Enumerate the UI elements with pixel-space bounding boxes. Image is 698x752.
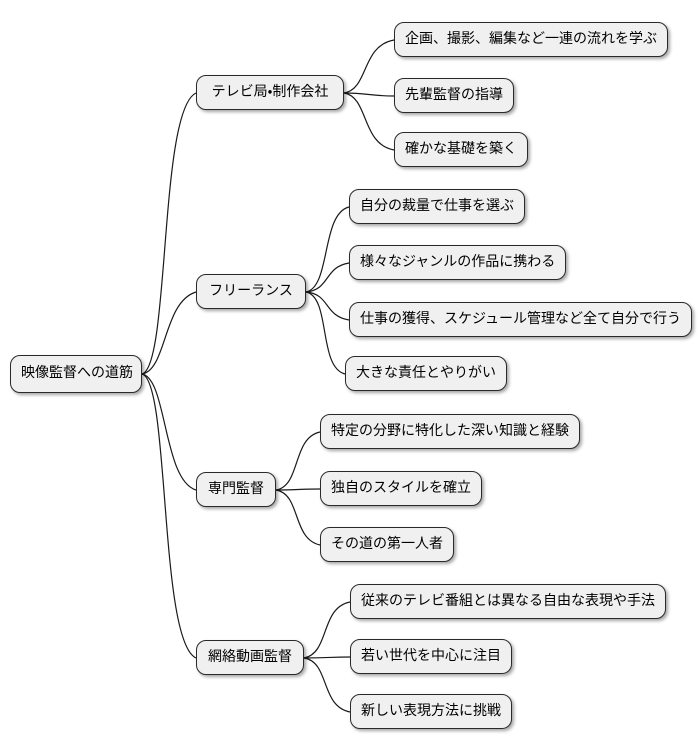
node-leaf-responsibility-reward: 大きな責任とやりがい — [345, 356, 507, 391]
edge-branch1-child3 — [343, 92, 395, 151]
edge-branch2-child4 — [305, 291, 346, 375]
edge-branch2-child2 — [305, 262, 350, 293]
node-leaf-various-genres: 様々なジャンルの作品に携わる — [349, 245, 567, 280]
edge-branch2-child1 — [305, 206, 350, 293]
edge-branch3-child2 — [275, 488, 321, 491]
node-leaf-solid-foundation: 確かな基礎を築く — [394, 132, 528, 167]
node-leaf-leading-expert: その道の第一人者 — [320, 527, 454, 562]
edge-branch3-child3 — [275, 489, 321, 546]
node-branch-tv-production: テレビ局・制作会社 — [196, 75, 344, 110]
node-leaf-free-expression: 従来のテレビ番組とは異なる自由な表現や手法 — [350, 584, 666, 619]
node-branch-freelance: フリーランス — [196, 274, 306, 309]
node-leaf-self-management: 仕事の獲得、スケジュール管理など全て自分で行う — [349, 302, 693, 337]
node-leaf-deep-knowledge: 特定の分野に特化した深い知識と経験 — [320, 414, 580, 449]
edge-root-branch4 — [141, 373, 197, 659]
edge-branch4-child1 — [303, 601, 351, 659]
node-leaf-new-expression: 新しい表現方法に挑戦 — [350, 694, 512, 729]
node-branch-online-video-director: 網絡動画監督 — [196, 640, 304, 675]
edge-root-branch1 — [141, 92, 197, 375]
node-leaf-young-generation: 若い世代を中心に注目 — [350, 639, 512, 674]
edge-branch4-child2 — [303, 656, 351, 659]
node-leaf-learn-whole-flow: 企画、撮影、編集など一連の流れを学ぶ — [394, 22, 668, 57]
node-leaf-choose-own-work: 自分の裁量で仕事を選ぶ — [349, 189, 525, 224]
edge-root-branch2 — [141, 291, 197, 375]
edge-branch3-child1 — [275, 431, 321, 491]
edge-root-branch3 — [141, 373, 197, 491]
node-leaf-senior-guidance: 先輩監督の指導 — [394, 78, 514, 113]
edge-branch1-child2 — [343, 92, 395, 97]
node-root: 映像監督への道筋 — [10, 355, 142, 393]
edge-branch4-child3 — [303, 657, 351, 713]
node-branch-specialist-director: 専門監督 — [196, 472, 276, 507]
edge-branch1-child1 — [343, 39, 395, 94]
edge-branch2-child3 — [305, 291, 350, 321]
node-leaf-own-style: 独自のスタイルを確立 — [320, 471, 482, 506]
